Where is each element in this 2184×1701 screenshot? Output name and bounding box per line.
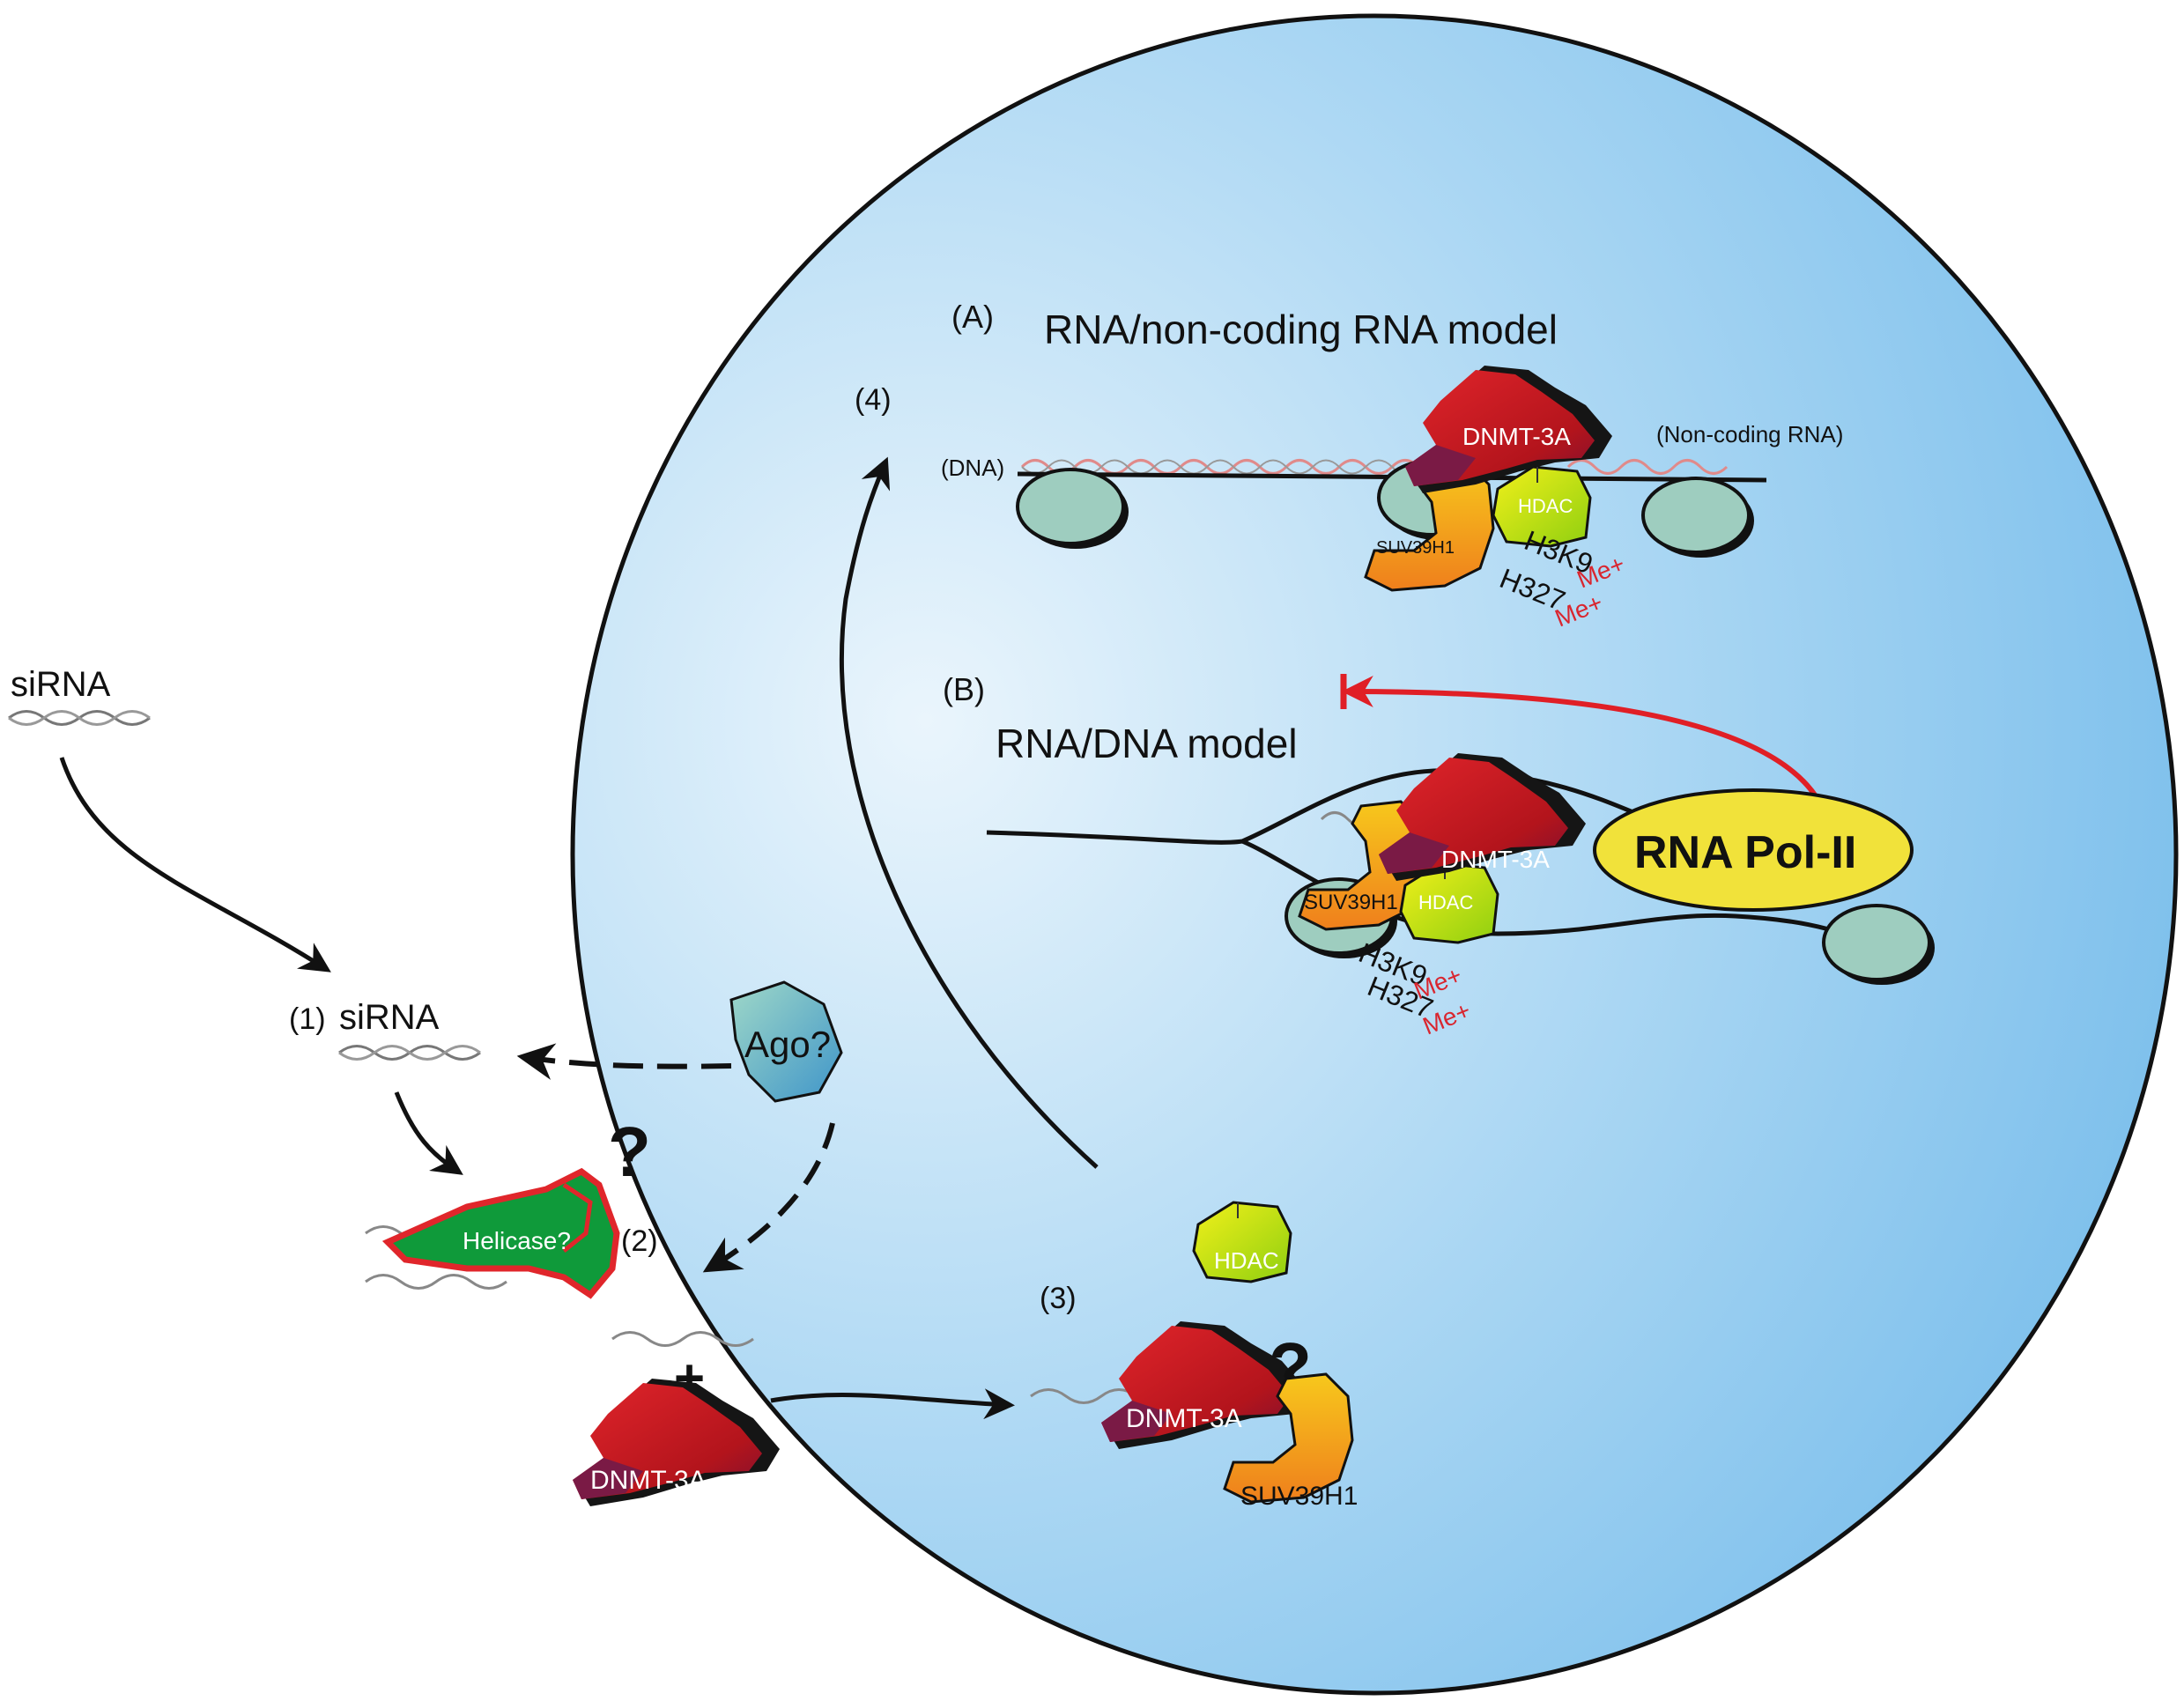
to-model-arrow — [839, 456, 1099, 1169]
helicase-question: ? — [608, 1113, 651, 1191]
step1-number: (1) — [289, 1002, 326, 1036]
model-a-dnmt-label: DNMT-3A — [1462, 423, 1571, 450]
model-b-title: RNA/DNA model — [996, 721, 1298, 766]
external-sirna-label: siRNA — [11, 665, 111, 704]
model-a-dna-label: (DNA) — [941, 455, 1004, 481]
uptake-arrow — [59, 757, 331, 973]
model-a-letter: (A) — [951, 299, 994, 335]
step2-number: (2) — [621, 1224, 658, 1258]
step3-number: (3) — [1040, 1282, 1077, 1315]
suv-step3-label: SUV39H1 — [1240, 1482, 1358, 1511]
model-b-hdac-label: HDAC — [1418, 891, 1473, 913]
model-a-title: RNA/non-coding RNA model — [1044, 307, 1558, 352]
single-strand-rna — [611, 1331, 754, 1347]
model-a-ncrna-label: (Non-coding RNA) — [1656, 421, 1843, 447]
ago-label: Ago? — [744, 1024, 831, 1065]
hdac-step3-label: HDAC — [1214, 1247, 1279, 1274]
ago-to-sirna-arrow — [516, 1043, 732, 1080]
step1-sirna — [338, 1045, 481, 1061]
model-b-letter: (B) — [943, 671, 985, 707]
dnmt-step3-label: DNMT-3A — [1126, 1404, 1242, 1433]
step1-label: siRNA — [339, 998, 440, 1037]
model-b-inhibition-arrow — [1341, 676, 1826, 812]
step4-number: (4) — [855, 383, 892, 417]
helicase-protein — [381, 1167, 620, 1299]
model-b-suv-label: SUV39H1 — [1304, 891, 1398, 914]
to-step3-arrow — [770, 1388, 1015, 1420]
rna-pol-ii-label: RNA Pol-II — [1634, 827, 1856, 878]
model-a-hdac-label: HDAC — [1518, 495, 1573, 517]
ago-to-helicase-arrow — [702, 1122, 835, 1273]
ago-protein — [729, 980, 843, 1103]
external-sirna — [8, 710, 151, 726]
dnmt-free-label: DNMT-3A — [590, 1466, 707, 1495]
helicase-label: Helicase? — [463, 1227, 571, 1254]
model-a-suv-label: SUV39H1 — [1376, 538, 1455, 558]
rna-pol-ii — [1593, 788, 1914, 912]
step3-rna — [1030, 1388, 1137, 1404]
model-b-dnmt-label: DNMT-3A — [1441, 846, 1550, 873]
sirna-to-helicase-arrow — [394, 1091, 463, 1175]
